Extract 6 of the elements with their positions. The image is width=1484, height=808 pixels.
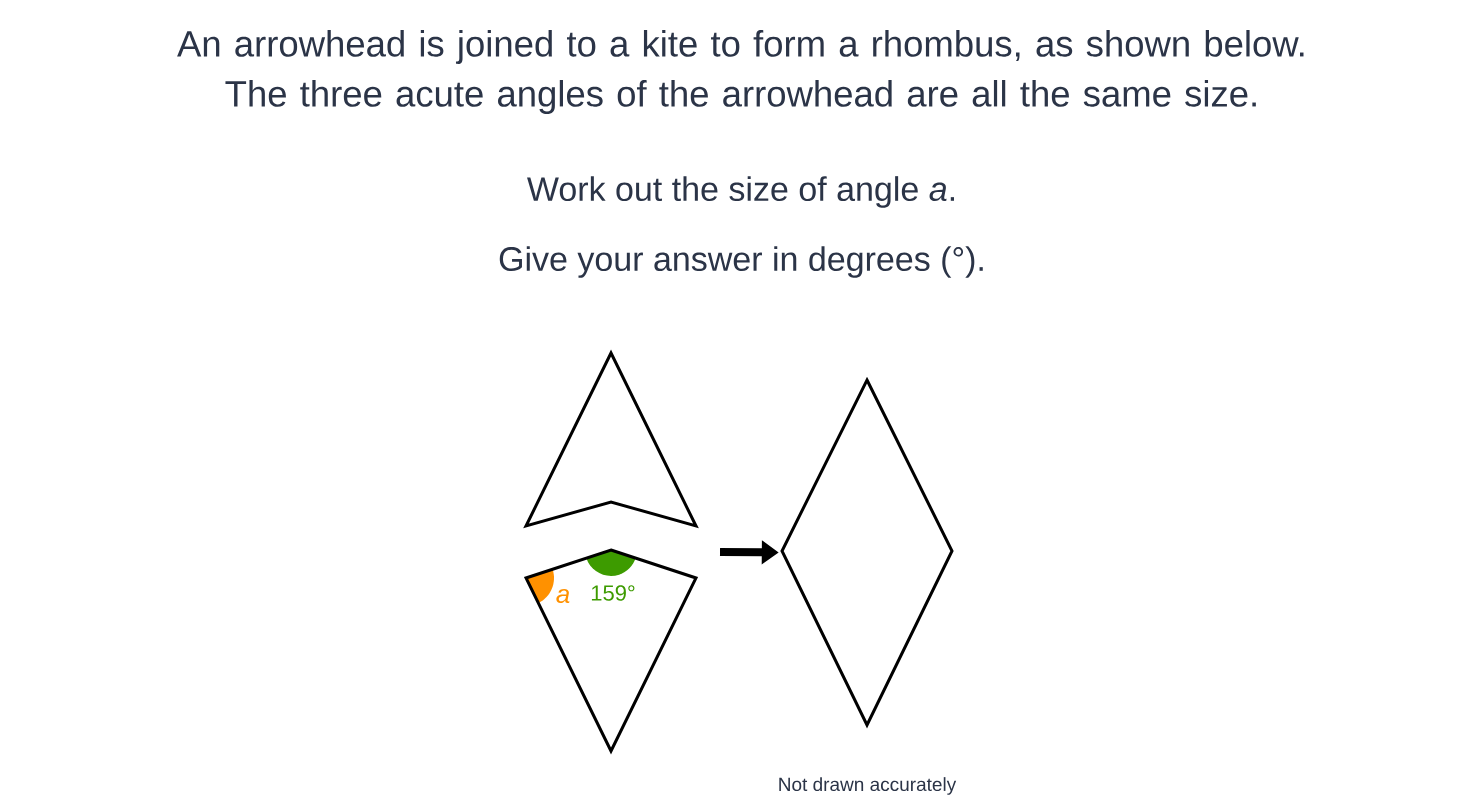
instruction-text: Give your answer in degrees (°). [499, 246, 983, 278]
angle-label: a [556, 588, 570, 604]
note-text: Not drawn accurately [779, 777, 957, 795]
instruction-text: Work out the size of angle a. [527, 176, 955, 208]
question-text: An arrowhead is joined to a kite to form a rhombus, as shown below. The three acute angles of the arrowhead are all the same size. [177, 30, 1304, 114]
angle-label: 159° [591, 585, 635, 601]
